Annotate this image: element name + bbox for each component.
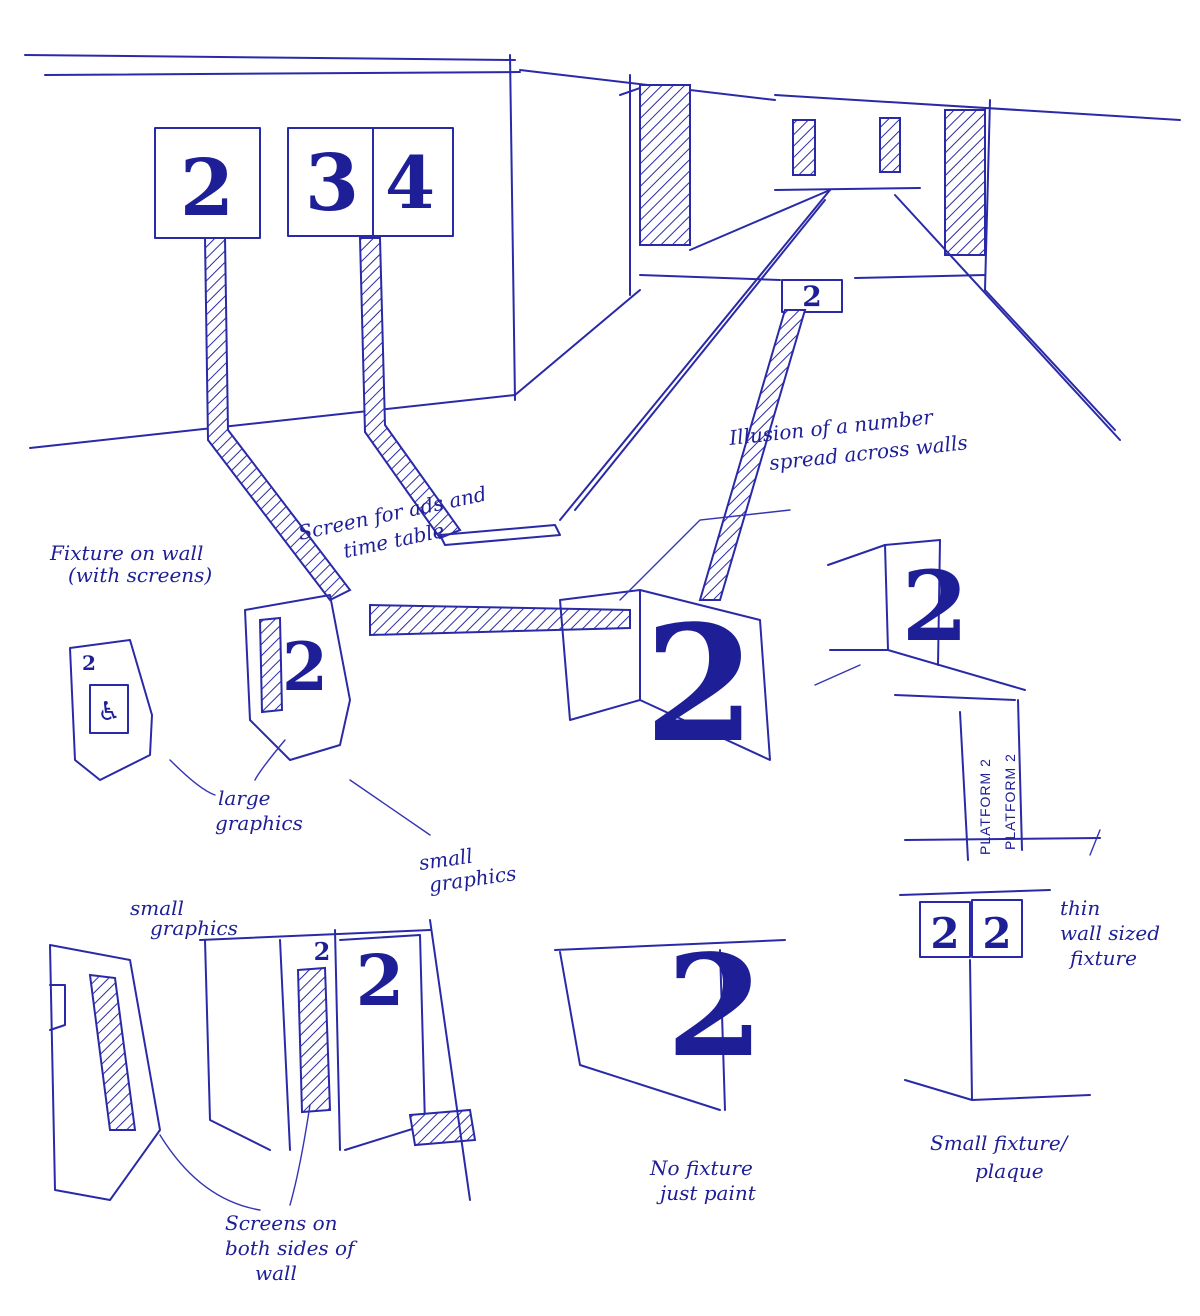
paint-only-group: 2 No fixture just paint bbox=[555, 925, 785, 1205]
screens-both-sides-group: small graphics 2 2 Screens on both sides… bbox=[200, 844, 518, 1285]
corridor-sign-number: 2 bbox=[802, 280, 821, 313]
label-just-paint: just paint bbox=[656, 1181, 757, 1205]
ceiling-sign-4-number: 4 bbox=[385, 140, 435, 225]
ceiling-sign-3-4: 3 4 bbox=[288, 128, 453, 236]
ceiling-sign-2-number: 2 bbox=[180, 143, 234, 234]
label-thin: thin bbox=[1060, 896, 1100, 920]
plaque-right-number: 2 bbox=[982, 909, 1011, 958]
label-with-screens: (with screens) bbox=[68, 563, 212, 587]
label-small-fixture: Small fixture/ bbox=[930, 1131, 1070, 1155]
small-graphics-left-group: small graphics bbox=[50, 896, 260, 1210]
panel-small-number: 2 bbox=[314, 937, 331, 966]
label-graphics: graphics bbox=[215, 811, 303, 835]
fixture-large-number: 2 bbox=[282, 628, 328, 706]
wall-corner-group: 2 bbox=[815, 540, 1025, 690]
label-plaque: plaque bbox=[975, 1159, 1044, 1183]
label-screens-on: Screens on bbox=[225, 1211, 338, 1235]
wall-corner-number: 2 bbox=[902, 550, 969, 663]
ceiling-sign-2: 2 bbox=[155, 128, 260, 238]
label-large: large bbox=[218, 786, 271, 810]
ceiling-sign-3-number: 3 bbox=[305, 138, 359, 229]
fixture-small-accessible: 2 ♿ bbox=[70, 640, 152, 780]
platform-label-right: PLATFORM 2 bbox=[1002, 753, 1018, 850]
platform-pillar-group: PLATFORM 2 PLATFORM 2 bbox=[895, 695, 1100, 860]
plaque-group: 2 2 thin wall sized fixture Small fixtur… bbox=[900, 890, 1160, 1183]
platform-label-left: PLATFORM 2 bbox=[977, 758, 993, 855]
fixture-small-number: 2 bbox=[82, 651, 96, 675]
accessible-icon: ♿ bbox=[97, 697, 120, 727]
label-fixture-on-wall: Fixture on wall bbox=[49, 541, 203, 565]
plaque-left-number: 2 bbox=[930, 909, 959, 958]
corridor-sign-2: 2 bbox=[782, 280, 842, 313]
label-both-sides: both sides of bbox=[225, 1236, 358, 1260]
label-wall-sized: wall sized bbox=[1060, 921, 1160, 945]
panel-large-number: 2 bbox=[356, 939, 405, 1022]
label-no-fixture: No fixture bbox=[649, 1156, 753, 1180]
fixture-large-graphics: 2 bbox=[245, 595, 350, 760]
paint-number: 2 bbox=[666, 925, 763, 1089]
fixture-on-wall-group: Fixture on wall (with screens) Screen fo… bbox=[49, 482, 489, 835]
illusion-number: 2 bbox=[644, 590, 755, 778]
label-fixture: fixture bbox=[1068, 946, 1137, 970]
label-wall: wall bbox=[255, 1261, 297, 1285]
label-graphics-left: graphics bbox=[150, 916, 238, 940]
